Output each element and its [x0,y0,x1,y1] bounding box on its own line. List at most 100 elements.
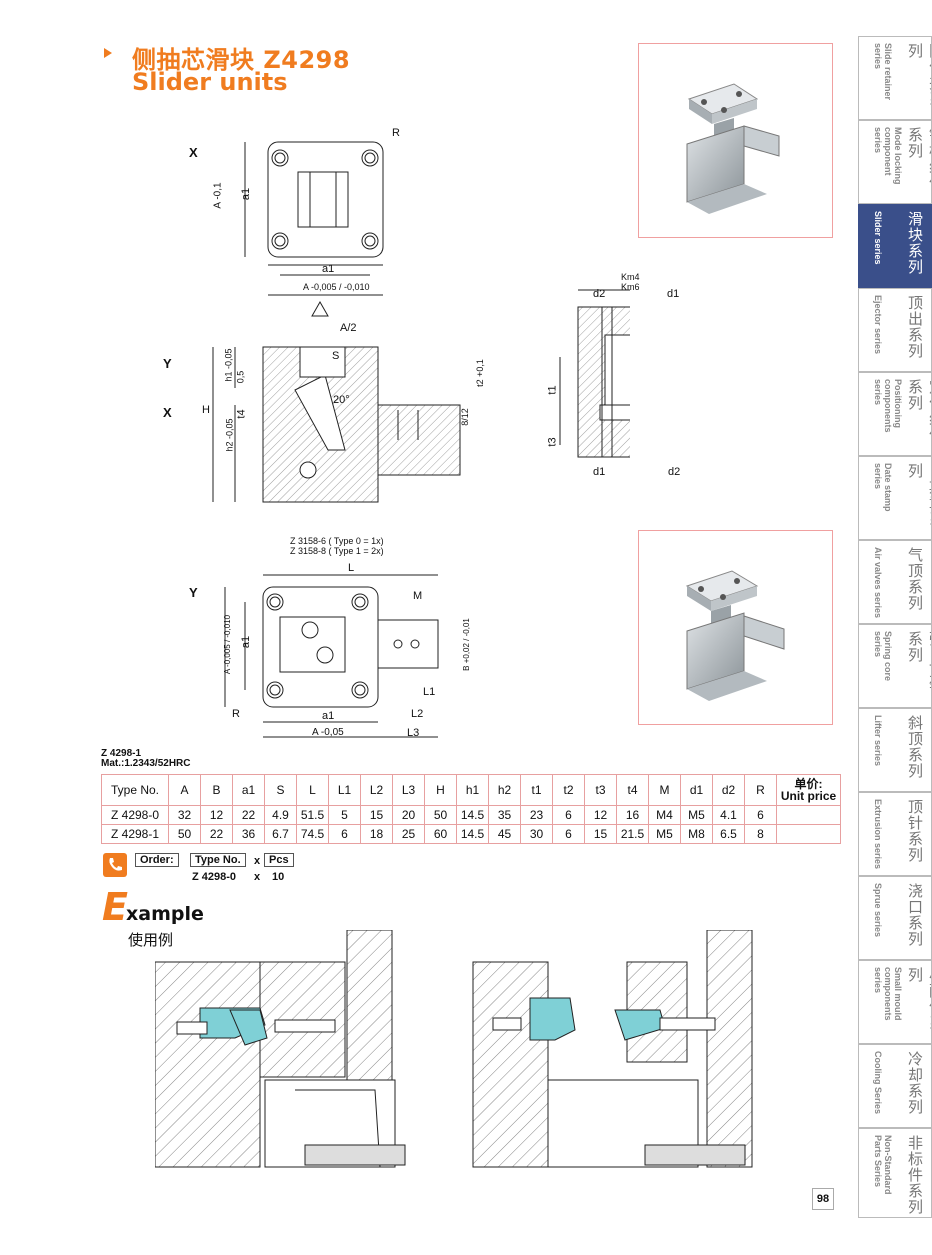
sidebar-item-label-en: Lifter series [873,715,883,767]
technical-drawing [212,141,630,738]
table-cell: 6 [744,805,777,825]
dim-a1-top: a1 [240,187,253,201]
dim-t3: t3 [546,437,559,447]
sidebar-item-lifter[interactable]: 斜顶系列 Lifter series [858,708,932,792]
sidebar-item-label-en: Air valves series [873,547,883,619]
table-cell: 36 [232,824,265,844]
table-cell: 74.5 [296,824,329,844]
dim-m: M [413,590,423,602]
table-cell: 6.5 [712,824,745,844]
table-header: L [296,774,329,806]
table-header-price: 单价: Unit price [776,774,841,806]
table-cell: 50 [168,824,201,844]
dim-a1-y-horizontal: a1 [322,710,335,722]
dim-a-tol-y-horizontal: A -0,05 [312,727,344,738]
sidebar-item-date-stamp[interactable]: 日期章系列 Date stamp series [858,456,932,540]
order-pcs-label: Pcs [264,853,294,867]
sidebar-item-spring-core[interactable]: 弹弓顶针系列 Spring core series [858,624,932,708]
table-cell: 35 [488,805,521,825]
sidebar-item-extrusion[interactable]: 顶针系列 Extrusion series [858,792,932,876]
dim-t2: t2 +0,1 [474,359,485,387]
table-cell: 12 [584,805,617,825]
table-cell: 14.5 [456,824,489,844]
sidebar-item-label-en: Slide retainer series [873,43,893,101]
table-cell: 4.9 [264,805,297,825]
table-cell: 22 [200,824,233,844]
sidebar-item-label-cn: 顶出系列 [906,295,924,359]
sidebar-item-slider[interactable]: 滑块系列 Slider series [858,204,932,288]
table-header: L1 [328,774,361,806]
order-example-qty: 10 [272,871,285,883]
sidebar-item-label-en: Ejector series [873,295,883,355]
table-header: d2 [712,774,745,806]
slider-unit-photo-2 [685,570,785,701]
example-title-rest: xample [126,903,204,925]
table-cell: Z 4298-0 [101,805,169,825]
dim-a-tol-horizontal: A -0,005 / -0,010 [303,282,370,292]
dim-l1: L1 [423,686,436,698]
view-y-top-label: Y [163,356,172,371]
dim-05: 0,5 [235,370,246,384]
table-cell-price [776,805,841,825]
sidebar-item-label-cn: 浇口系列 [906,883,924,947]
example-title-e: E [102,885,128,929]
sidebar-item-small-components[interactable]: 小配件系列 Small mould components series [858,960,932,1044]
sidebar-item-label-en: Cooling Series [873,1051,883,1115]
sidebar-item-label-en: Non-Standard Parts Series [873,1135,893,1195]
dim-l: L [348,562,355,574]
sidebar-item-label-en: Extrusion series [873,799,883,870]
table-cell: 23 [520,805,553,825]
dim-h2: h2 -0,05 [224,418,235,452]
table-cell: 30 [520,824,553,844]
table-header: L3 [392,774,425,806]
sidebar-item-label-en: Date stamp series [873,463,893,512]
dim-d2-top: d2 [593,288,606,300]
table-cell: 60 [424,824,457,844]
sidebar-item-label-cn: 弹弓顶针系列 [906,631,931,695]
sidebar-item-label-cn: 气顶系列 [906,547,924,611]
table-cell: 6 [552,824,585,844]
table-cell: 6.7 [264,824,297,844]
dim-d1-top: d1 [667,288,680,300]
table-header: S [264,774,297,806]
product-photo-2 [638,530,833,725]
table-header: h2 [488,774,521,806]
sidebar-item-label-cn: 日期章系列 [906,463,931,527]
table-cell: 20 [392,805,425,825]
sidebar-item-label-en: Positioning components series [873,379,903,433]
dim-l3: L3 [407,727,420,739]
order-x-1: x [254,855,261,867]
dim-h: H [202,404,210,416]
dim-a-tol-y: A -0,005 / -0,010 [223,614,233,675]
page-title-cn: 侧抽芯滑块 Z4298 [132,46,351,74]
sidebar-item-slide-retainer[interactable]: 限位夹系列 Slide retainer series [858,36,932,120]
table-cell: 50 [424,805,457,825]
sidebar-item-air-valves[interactable]: 气顶系列 Air valves series [858,540,932,624]
table-header-row: Type No. A B a1 S L L1 L2 L3 H h1 h2 t1 … [101,774,841,806]
series-sidebar: 限位夹系列 Slide retainer series 锁模组件系列 Mode … [858,36,932,1218]
sidebar-item-cooling[interactable]: 冷却系列 Cooling Series [858,1044,932,1128]
material-spec: Mat.:1.2343/52HRC [101,758,191,769]
table-header: A [168,774,201,806]
table-cell-price [776,824,841,844]
sidebar-item-label-en: Small mould components series [873,967,903,1021]
sidebar-item-non-standard[interactable]: 非标件系列 Non-Standard Parts Series [858,1128,932,1218]
sidebar-item-label-cn: 顶针系列 [906,799,924,863]
table-header: H [424,774,457,806]
dim-km6: Km6 [621,282,640,292]
table-cell: M4 [648,805,681,825]
table-header: h1 [456,774,489,806]
table-cell: 22 [232,805,265,825]
dim-h1: h1 -0,05 [223,348,234,382]
title-arrow-icon [104,48,112,58]
table-header: t3 [584,774,617,806]
table-header: B [200,774,233,806]
sidebar-item-positioning[interactable]: 定位组件系列 Positioning components series [858,372,932,456]
sidebar-item-label-cn: 斜顶系列 [906,715,924,779]
sidebar-item-mode-locking[interactable]: 锁模组件系列 Mode locking component series [858,120,932,204]
sidebar-item-ejector[interactable]: 顶出系列 Ejector series [858,288,932,372]
table-cell: 25 [392,824,425,844]
sidebar-item-sprue[interactable]: 浇口系列 Sprue series [858,876,932,960]
table-cell: 45 [488,824,521,844]
dim-l2: L2 [411,708,424,720]
